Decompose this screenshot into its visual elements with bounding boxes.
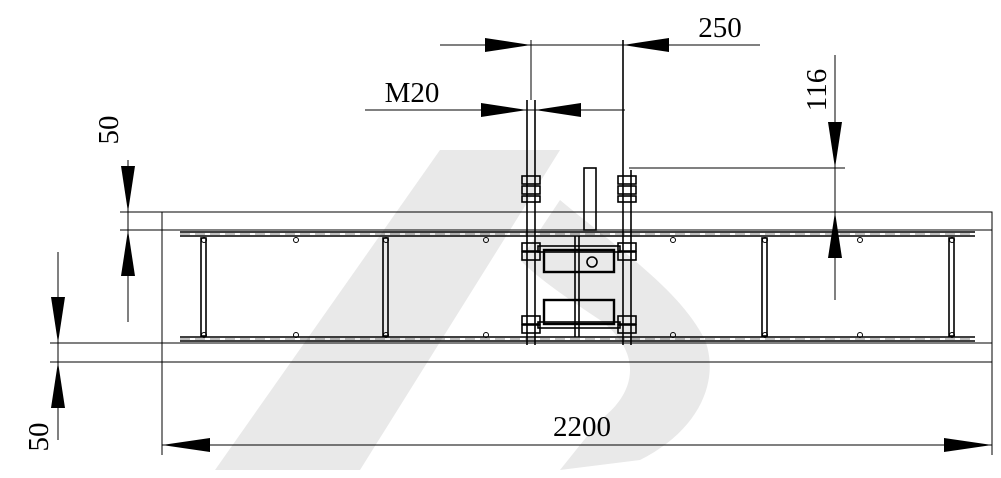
dimension-116: 116 [801, 55, 842, 300]
bolt-left [521, 100, 541, 345]
dim-bolt-spacing: 250 [698, 12, 742, 44]
dim-left-bottom-offset: 50 [23, 423, 55, 452]
dimension-50-bottom: 50 [23, 252, 65, 452]
dim-overall-width: 2200 [553, 411, 611, 443]
dimension-m20: M20 [365, 77, 625, 117]
dimension-250: 250 [440, 12, 760, 52]
dimension-50-top: 50 [93, 116, 135, 322]
top-plate [180, 231, 975, 237]
dim-left-top-offset: 50 [93, 116, 125, 145]
dimension-2200: 2200 [162, 411, 992, 452]
dim-bolt-size: M20 [385, 77, 440, 109]
outer-frame [161, 211, 993, 363]
rivets [201, 237, 955, 338]
extension-lines [50, 40, 993, 455]
bottom-plate [180, 336, 975, 342]
dim-height-above: 116 [801, 69, 833, 111]
bolt-right [617, 40, 637, 345]
